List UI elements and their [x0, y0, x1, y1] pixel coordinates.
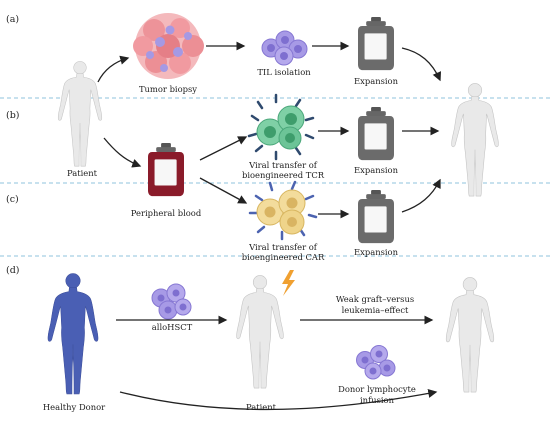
til-isolation-label: TIL isolation [257, 67, 311, 77]
expansion-label-b: Expansion [354, 165, 399, 175]
allohsct-label: alloHSCT [152, 322, 193, 332]
lightning-icon [282, 270, 295, 296]
car-t-cells-icon [248, 180, 318, 241]
arrow-blood-to-tcr [199, 136, 248, 161]
tumor-biopsy-label: Tumor biopsy [139, 84, 197, 94]
treated-patient-figure-icon [451, 83, 499, 197]
section-label-d: (d) [6, 265, 20, 276]
arrow-donor-to-recipient [119, 388, 438, 411]
cell-bag-icon-a [358, 17, 394, 71]
expansion-label-a: Expansion [354, 76, 399, 86]
expansion-label-c: Expansion [354, 247, 399, 257]
car-label-line2: bioengineered CAR [242, 252, 325, 262]
arrow-blood-to-car [199, 177, 248, 204]
section-label-a: (a) [6, 14, 19, 25]
healthy-donor-label: Healthy Donor [43, 402, 105, 412]
arrow-patient-to-blood [103, 137, 142, 168]
section-label-c: (c) [6, 194, 19, 205]
car-label-line1: Viral transfer of [248, 242, 318, 252]
recipient-figure-icon-d [445, 277, 495, 393]
gvl-label-line2: leukemia–effect [342, 305, 409, 315]
peripheral-blood-label: Peripheral blood [131, 208, 202, 218]
dli-label-line2: infusion [360, 395, 395, 405]
tcr-t-cells-icon [247, 93, 315, 161]
gvl-label-line1: Weak graft–versus [336, 294, 414, 304]
arrow-patient-to-biopsy [97, 55, 130, 83]
til-cluster-icon [261, 30, 308, 66]
allohsct-cells-icon [151, 283, 192, 320]
patient-label-top: Patient [67, 168, 98, 178]
tcr-label-line2: bioengineered TCR [242, 170, 325, 180]
cell-bag-icon-b [358, 107, 394, 161]
healthy-donor-figure-icon [47, 273, 99, 395]
section-label-b: (b) [6, 110, 20, 121]
flow-arrows-d [116, 315, 438, 411]
dli-cells-icon [356, 345, 396, 380]
tumor-biopsy-icon [133, 13, 204, 79]
blood-bag-icon [148, 143, 184, 197]
dli-label-line1: Donor lymphocyte [338, 384, 416, 394]
patient-figure-icon-d [236, 275, 284, 389]
arrow-expansion-c-to-patient [401, 178, 441, 213]
cell-bag-icon-c [358, 190, 394, 244]
arrow-expansion-a-to-patient [401, 47, 442, 82]
tcr-label-line1: Viral transfer of [248, 160, 318, 170]
patient-label-bottom: Patient [246, 402, 277, 412]
patient-figure-icon [57, 61, 103, 167]
flow-arrows-abc [97, 41, 442, 219]
